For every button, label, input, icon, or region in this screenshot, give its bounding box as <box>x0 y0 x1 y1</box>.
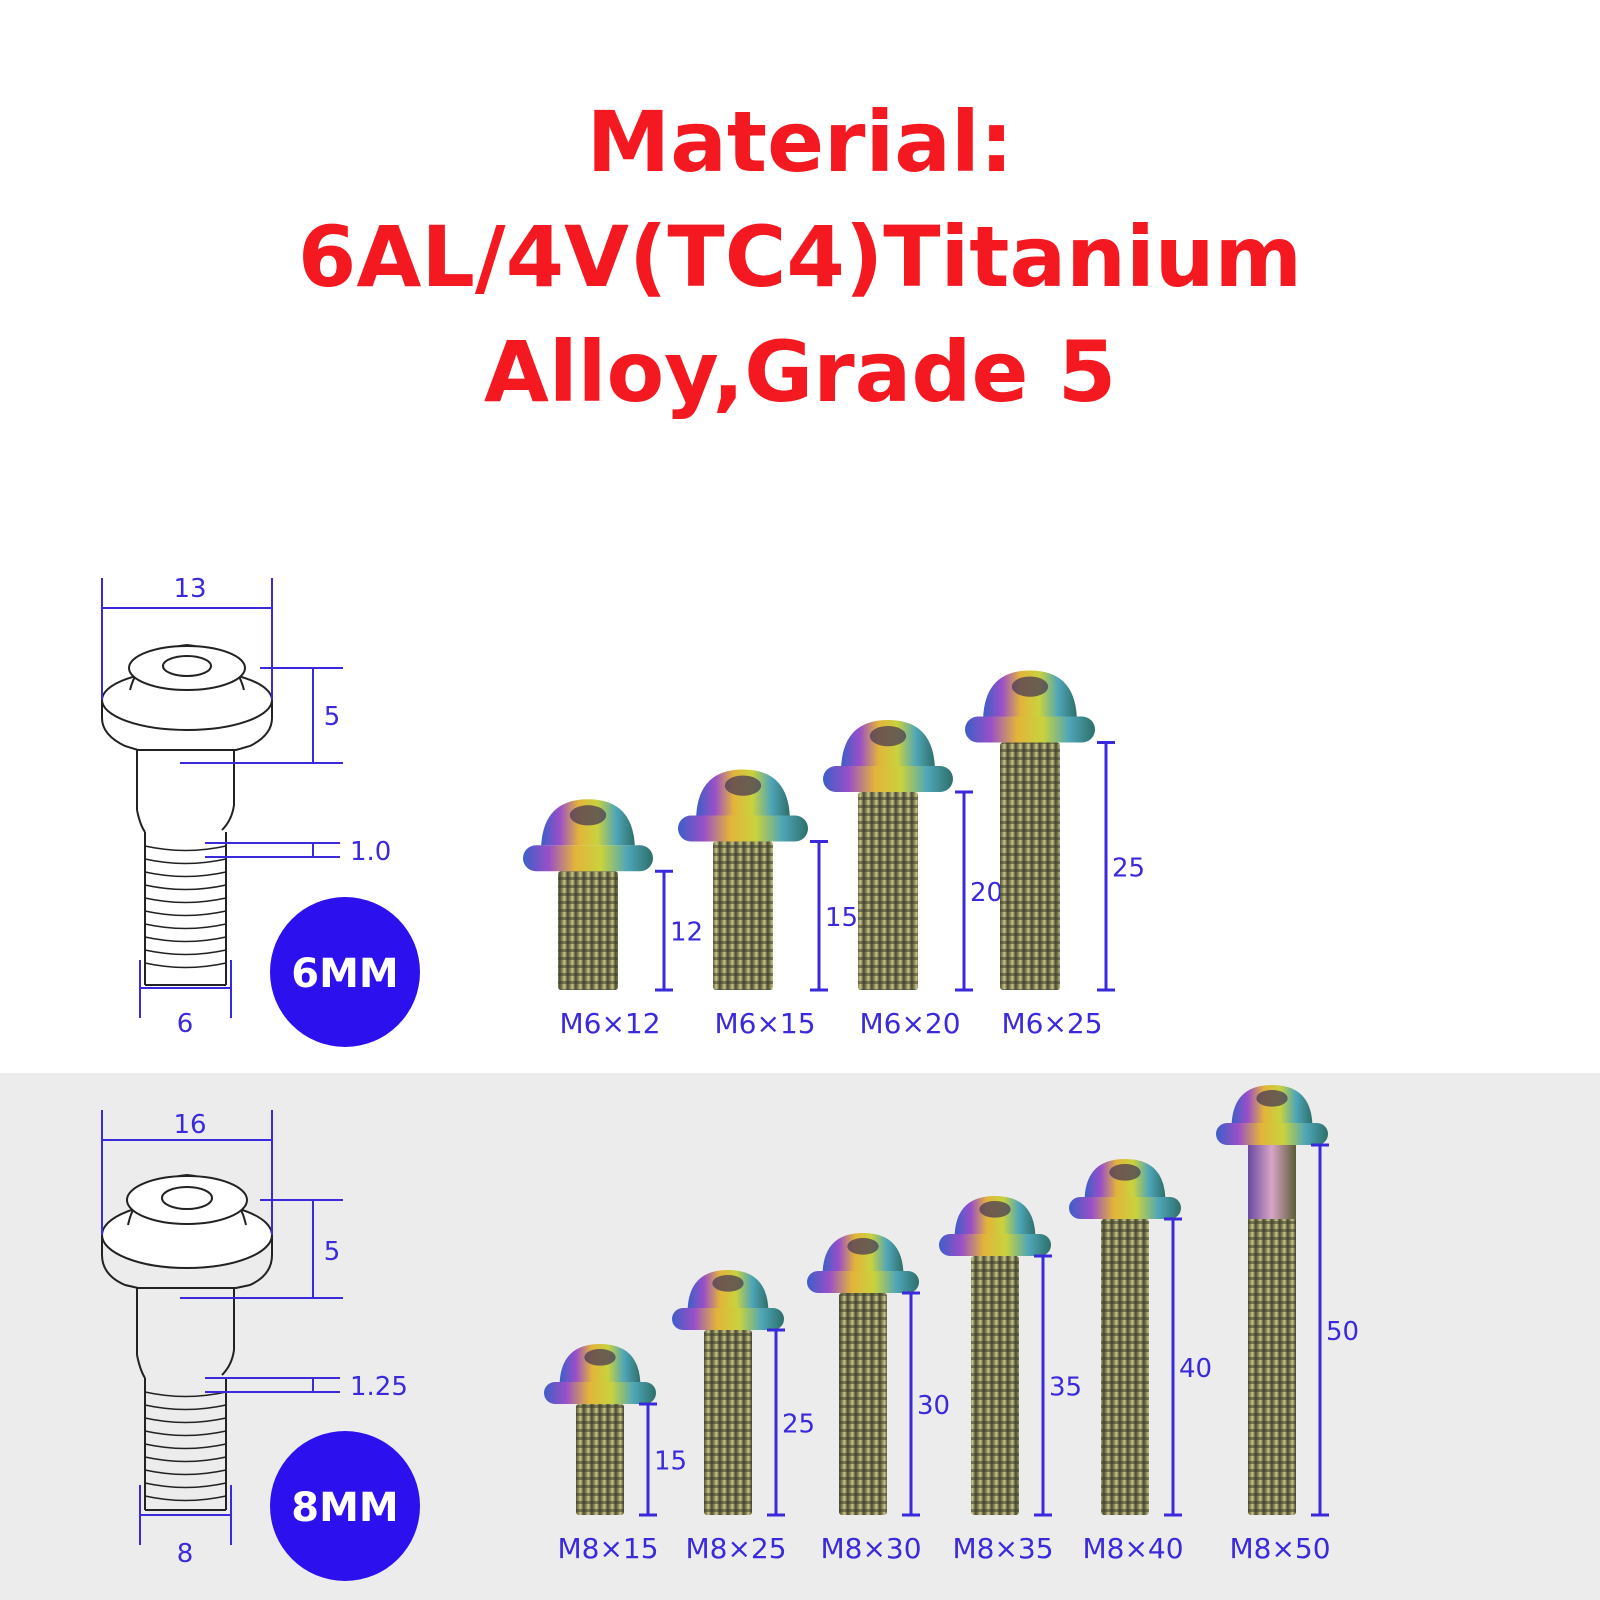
bolt-length-label: 15 <box>654 1447 687 1477</box>
bolt-length-label: 20 <box>970 878 1003 908</box>
bolt-size-label: M8×30 <box>820 1532 921 1565</box>
bolt-size-label: M8×50 <box>1229 1532 1330 1565</box>
m6-size-badge: 6MM <box>270 897 420 1047</box>
bolt-size-label: M8×25 <box>685 1532 786 1565</box>
bolt-length-dimension <box>655 869 673 992</box>
bolt-length-label: 25 <box>1112 853 1145 883</box>
m6-head-height-label: 5 <box>324 702 341 732</box>
bolt-size-label: M8×40 <box>1082 1532 1183 1565</box>
title-line-2: 6AL/4V(TC4)Titanium <box>297 208 1303 306</box>
m6-shank-diameter-label: 6 <box>177 1009 194 1039</box>
bolt-size-label: M6×25 <box>1001 1007 1102 1040</box>
m6-badge-label: 6MM <box>291 951 398 997</box>
bolt-length-dimension <box>810 840 828 992</box>
bolt-length-label: 12 <box>670 918 703 948</box>
m8-section-background <box>0 1073 1600 1600</box>
bolt-length-label: 15 <box>825 903 858 933</box>
m8-size-badge: 8MM <box>270 1431 420 1581</box>
bolt-length-dimension <box>1311 1143 1329 1517</box>
bolt-length-dimension <box>902 1291 920 1517</box>
bolt-length-label: 30 <box>917 1391 950 1421</box>
bolt-length-label: 35 <box>1049 1373 1082 1403</box>
bolt-length-dimension <box>1164 1217 1182 1517</box>
bolt-length-label: 50 <box>1326 1317 1359 1347</box>
bolt-length-dimension <box>639 1402 657 1517</box>
bolt-length-dimension <box>767 1328 785 1517</box>
m6-pitch-label: 1.0 <box>350 837 391 867</box>
bolt-length-dimension <box>1097 741 1115 992</box>
title-line-1: Material: <box>586 93 1014 191</box>
m8-shank-diameter-label: 8 <box>177 1539 194 1569</box>
bolt-size-label: M8×15 <box>557 1532 658 1565</box>
m6-technical-drawing <box>101 643 273 986</box>
bolt-length-dimension <box>955 790 973 992</box>
bolt-size-label: M6×12 <box>559 1007 660 1040</box>
bolt-size-label: M8×35 <box>952 1532 1053 1565</box>
m6-dimension-lines <box>101 578 343 1018</box>
bolt-length-dimension <box>1034 1254 1052 1517</box>
m8-head-height-label: 5 <box>324 1237 341 1267</box>
bolt-length-label: 40 <box>1179 1354 1212 1384</box>
m8-badge-label: 8MM <box>291 1485 398 1531</box>
m8-dimension-lines <box>101 1110 343 1545</box>
bolt-size-label: M6×15 <box>714 1007 815 1040</box>
m8-bolt-lineup: 15M8×1525M8×2530M8×3035M8×3540M8×4050M8×… <box>544 1085 1359 1565</box>
m6-head-width-label: 13 <box>173 574 206 604</box>
m8-pitch-label: 1.25 <box>350 1372 408 1402</box>
m8-technical-drawing <box>101 1173 273 1511</box>
bolt-length-label: 25 <box>782 1410 815 1440</box>
bolt-size-label: M6×20 <box>859 1007 960 1040</box>
title-line-3: Alloy,Grade 5 <box>483 323 1117 421</box>
m8-head-width-label: 16 <box>173 1110 206 1140</box>
